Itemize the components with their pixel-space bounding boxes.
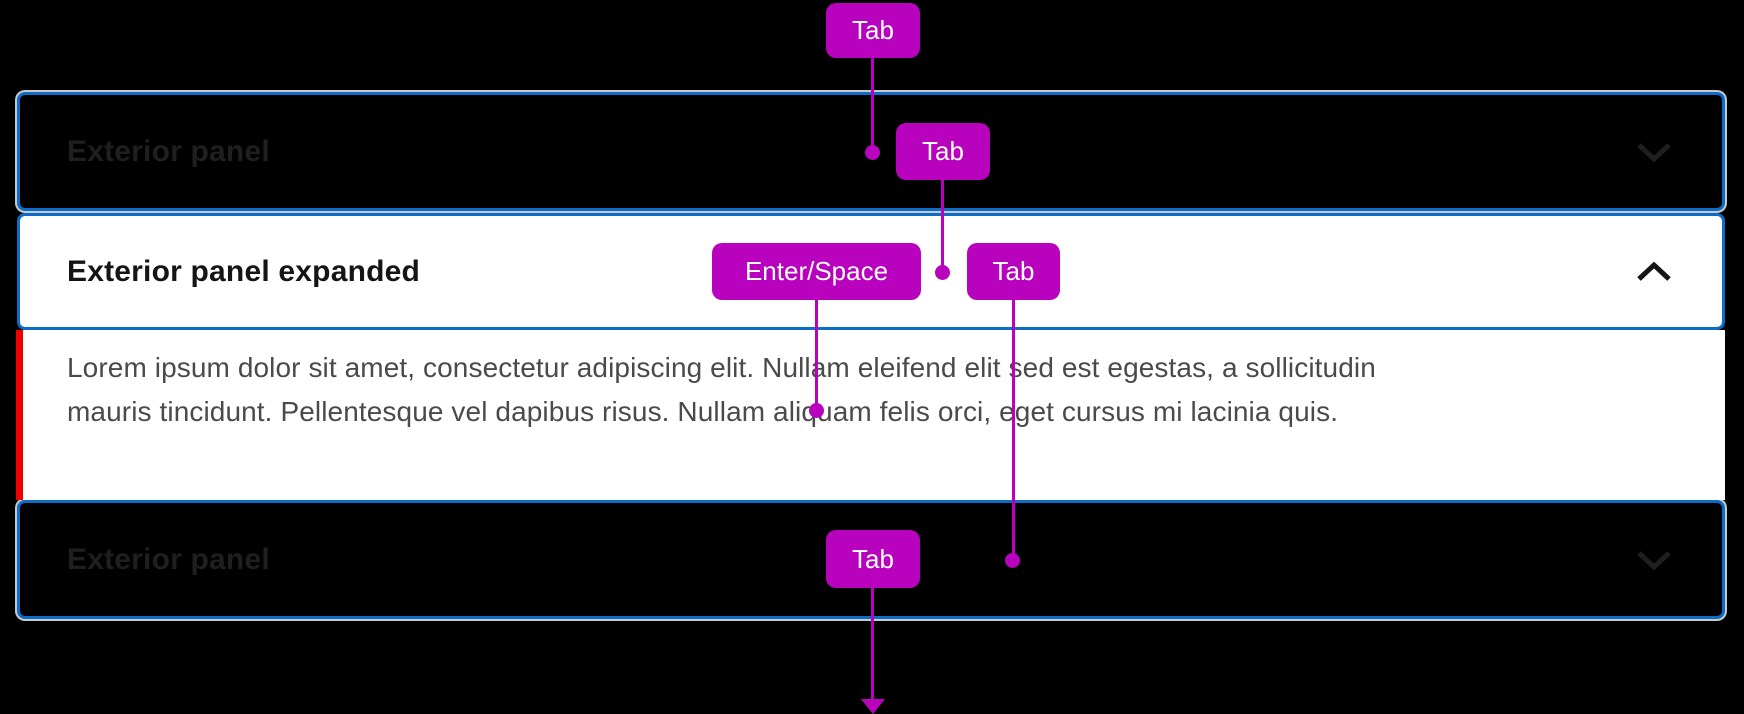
connector-line-4 <box>1012 300 1015 556</box>
accordion-panel-3-title: Exterior panel <box>67 542 270 576</box>
flow-arrowhead-icon <box>861 699 885 714</box>
chevron-down-icon <box>1636 140 1672 164</box>
accordion-panel-2-toggle[interactable]: Exterior panel expanded <box>20 216 1722 327</box>
connector-line-1 <box>871 58 874 148</box>
accordion-panel-2-content: Lorem ipsum dolor sit amet, consectetur … <box>16 330 1725 500</box>
keyboard-badge-tab-2: Tab <box>896 123 990 180</box>
accordion-panel-1-title: Exterior panel <box>67 134 270 168</box>
connector-dot-3 <box>809 403 824 418</box>
connector-dot-1 <box>865 145 880 160</box>
accordion-panel-2-body-text: Lorem ipsum dolor sit amet, consectetur … <box>67 346 1376 434</box>
keyboard-badge-tab-1: Tab <box>826 3 920 58</box>
connector-line-5 <box>871 588 874 700</box>
connector-line-2 <box>941 180 944 268</box>
connector-dot-4 <box>1005 553 1020 568</box>
accordion-panel-1-toggle[interactable]: Exterior panel <box>20 95 1722 208</box>
chevron-up-icon <box>1636 260 1672 284</box>
body-text-line-1: Lorem ipsum dolor sit amet, consectetur … <box>67 352 1376 383</box>
body-text-line-2: mauris tincidunt. Pellentesque vel dapib… <box>67 396 1339 427</box>
keyboard-badge-tab-4: Tab <box>826 530 920 588</box>
accordion-panel-3-toggle[interactable]: Exterior panel <box>20 503 1722 616</box>
connector-line-3 <box>815 300 818 406</box>
accordion-panel-2-title: Exterior panel expanded <box>67 254 421 288</box>
keyboard-badge-enter-space: Enter/Space <box>712 243 921 300</box>
connector-dot-2 <box>935 265 950 280</box>
keyboard-badge-tab-3: Tab <box>967 243 1060 300</box>
chevron-down-icon <box>1636 548 1672 572</box>
